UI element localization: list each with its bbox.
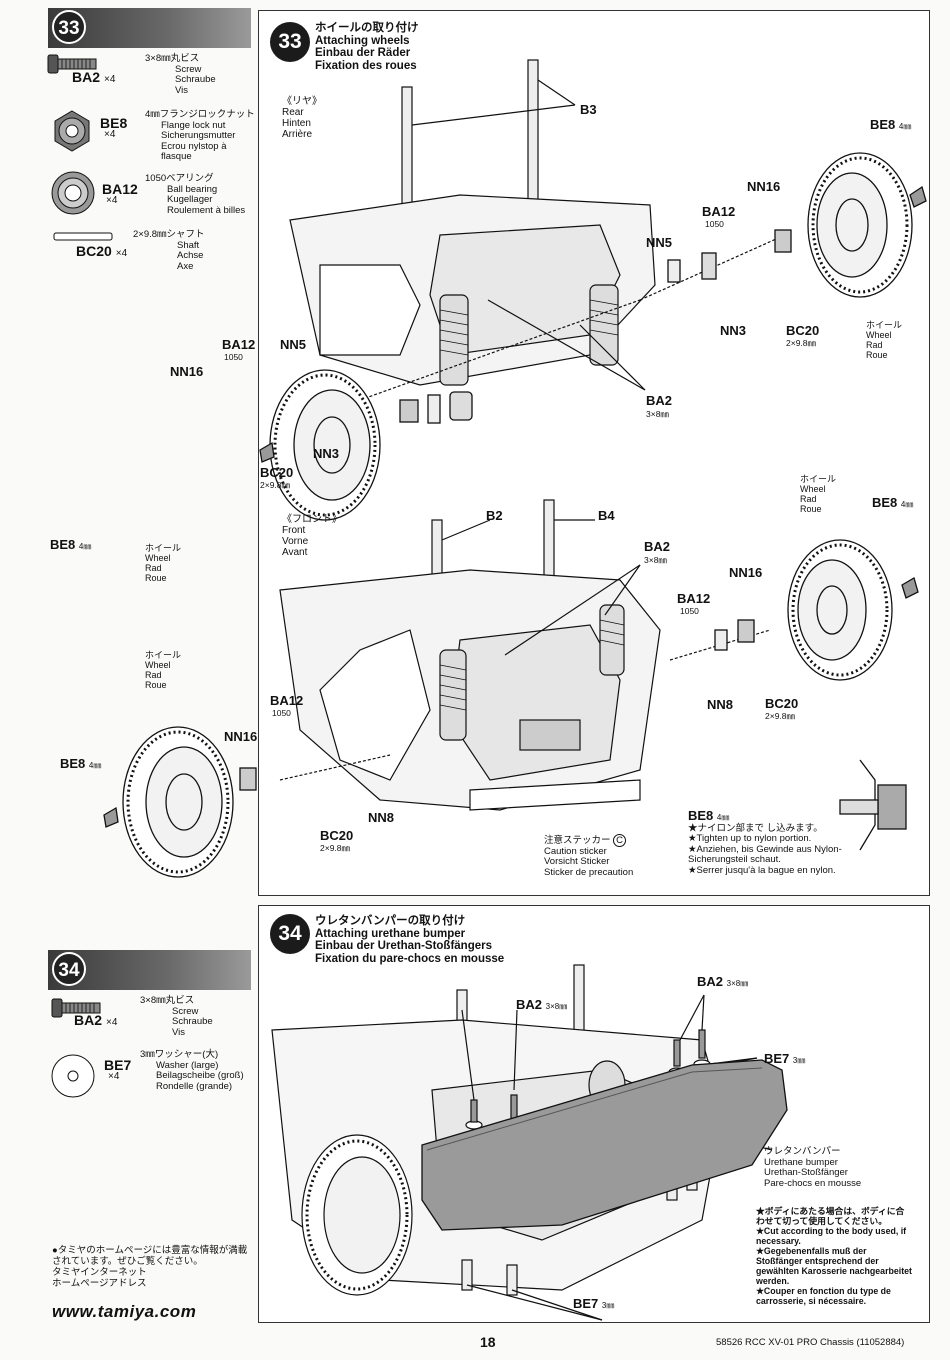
step33-title: ホイールの取り付け Attaching wheels Einbau der Rä… [315,22,419,72]
product-code: 58526 RCC XV-01 PRO Chassis (11052884) [716,1337,905,1348]
ba2-size-rear: 3×8㎜ [646,409,669,419]
label-be8-rear-left: BE8 4㎜ [50,537,92,552]
ba12-size-front-right: 1050 [680,606,699,616]
ba12-size-rear-left: 1050 [224,352,243,362]
label-be8-rear-right: BE8 4㎜ [870,117,912,132]
part-bc20-desc: 2×9.8㎜シャフト Shaft Achse Axe [133,229,205,272]
front-label: 《フロント》 Front Vorne Avant [282,514,342,558]
label-nn16-front-left: NN16 [224,729,258,744]
part-ba2: BA2×4 [72,69,116,85]
label-be7-step34-right: BE7 3㎜ [764,1051,806,1066]
part-ba2-step34: BA2×4 [74,1012,118,1028]
label-nn3-rear-left: NN3 [313,446,340,461]
part-bc20: BC20×4 [76,243,128,259]
step33-number: 33 [52,10,86,44]
label-bc20-rear-left: BC20 [260,465,294,480]
ball-bearing-icon [51,171,95,215]
part-be7: BE7 ×4 [104,1057,132,1082]
shaft-icon [53,232,113,241]
page-number: 18 [480,1334,496,1350]
part-be8: BE8 ×4 [100,115,128,140]
label-ba2-step34-left: BA2 3×8㎜ [516,997,568,1012]
label-ba2-front: BA2 [644,539,671,554]
step34-number: 34 [52,952,86,986]
label-nn5-rear-right: NN5 [646,235,673,250]
label-nn8-front-right: NN8 [707,697,734,712]
ba12-size-front-left: 1050 [272,708,291,718]
label-ba12-front-right: BA12 [677,591,711,606]
label-nn5-rear-left: NN5 [280,337,307,352]
part-ba2-desc: 3×8㎜丸ビス Screw Schraube Vis [145,53,216,96]
screw-icon [51,998,101,1018]
caution-sticker-label: 注意ステッカー C Caution sticker Vorsicht Stick… [544,834,634,878]
label-be7-step34-bottom: BE7 3㎜ [573,1296,615,1311]
label-ba12-rear-left: BA12 [222,337,256,352]
part-ba12-desc: 1050ベアリング Ball bearing Kugellager Roulem… [145,173,246,216]
label-nn16-rear-right: NN16 [747,179,781,194]
label-b4: B4 [598,508,615,523]
step34-title: ウレタンバンパーの取り付け Attaching urethane bumper … [315,915,505,965]
part-ba12: BA12 ×4 [102,181,138,206]
bc20-size-rear-right: 2×9.8㎜ [786,338,817,348]
bumper-assembly-illustration [271,964,788,1321]
bumper-cut-note: ★ボディにあたる場合は、ボディに合わせて切って使用してください。 ★Cut ac… [756,1206,912,1306]
rear-chassis-illustration [259,59,927,521]
front-chassis-illustration [153,499,919,851]
step33-badge: 33 [270,22,310,62]
part-be8-desc: 4㎜フランジロックナット Flange lock nut Sicherungsm… [145,109,255,162]
label-ba2-rear: BA2 [646,393,673,408]
front-left-wheel-illustration [103,726,257,878]
ba2-size-front: 3×8㎜ [644,555,667,565]
urethane-bumper-label: ウレタンバンパー Urethane bumper Urethan-Stoßfän… [764,1146,862,1189]
tamiya-url[interactable]: www.tamiya.com [52,1302,197,1321]
label-ba12-front-left: BA12 [270,693,304,708]
label-b3: B3 [580,102,597,117]
step34-badge: 34 [270,914,310,954]
label-ba2-step34-right: BA2 3×8㎜ [697,974,749,989]
part-be7-desc: 3㎜ワッシャー(大) Washer (large) Beilagscheibe … [140,1049,244,1092]
step33-header-bar: 33 [48,8,251,48]
washer-icon [51,1054,95,1098]
rear-label: 《リヤ》 Rear Hinten Arrière [282,96,322,140]
bc20-size-front-right: 2×9.8㎜ [765,711,796,721]
label-be8-front-right: BE8 4㎜ [872,495,914,510]
label-ba12-rear-right: BA12 [702,204,736,219]
bc20-size-rear-left: 2×9.8㎜ [260,480,291,490]
be8-tighten-note: BE8 4㎜ ★ナイロン部まで し込みます。 ★Tighten up to ny… [688,808,842,876]
ba12-size-rear-right: 1050 [705,219,724,229]
step34-header-bar: 34 [48,950,251,990]
label-b2: B2 [486,508,503,523]
homepage-note: ●タミヤのホームページには豊富な情報が満載されています。ぜひご覧ください。 タミ… [52,1245,248,1289]
label-nn16-front-right: NN16 [729,565,763,580]
label-nn8-front-left: NN8 [368,810,395,825]
screw-icon [47,54,97,74]
label-bc20-front-right: BC20 [765,696,799,711]
label-bc20-front-left: BC20 [320,828,354,843]
part-ba2-step34-desc: 3×8㎜丸ビス Screw Schraube Vis [140,995,213,1038]
bc20-size-front-left: 2×9.8㎜ [320,843,351,853]
label-be8-front-left: BE8 4㎜ [60,756,102,771]
label-bc20-rear-right: BC20 [786,323,820,338]
lock-nut-icon [54,110,90,152]
label-nn3-rear-right: NN3 [720,323,747,338]
label-nn16-rear-left: NN16 [170,364,204,379]
